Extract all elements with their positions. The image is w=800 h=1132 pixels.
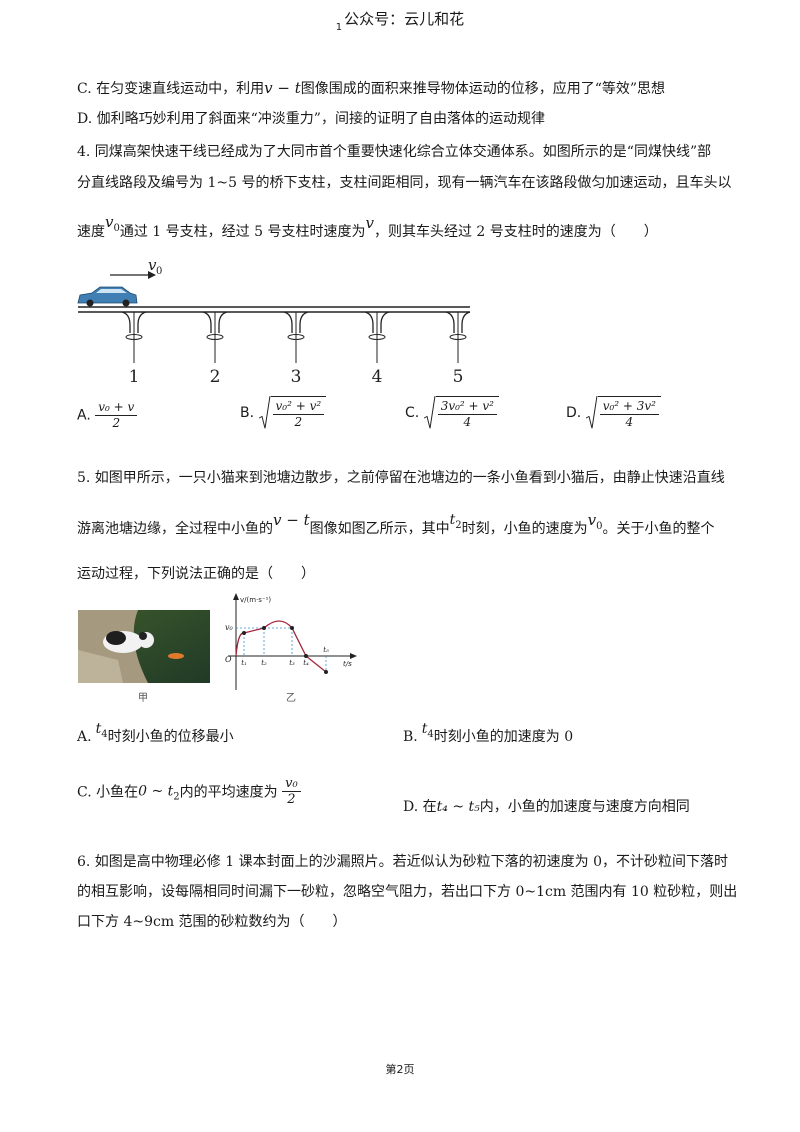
time-ticks: t₁ t₂ t₃ t₄ t₅ — [241, 646, 329, 667]
q4-line-2: 分直线路段及编号为 1~5 号的桥下支柱，支柱间距相同，现有一辆汽车在该路段做匀… — [77, 175, 732, 191]
tick-label-t4: t₄ — [303, 659, 309, 667]
q5-line-2: 游离池塘边缘，全过程中小鱼的v − t图像如图乙所示，其中t2时刻，小鱼的速度为… — [77, 511, 715, 537]
pillar-label-2: 2 — [210, 367, 221, 387]
bridge-pillar-3: 3 — [283, 311, 309, 387]
point-t3 — [290, 626, 294, 630]
origin-label: O — [225, 655, 232, 664]
v0-axis-label: v₀ — [225, 623, 234, 632]
v0-subscript: 0 — [156, 266, 162, 277]
fig-caption-jia: 甲 — [138, 693, 148, 704]
bridge-figure: v 0 1 2 3 4 5 — [77, 256, 471, 387]
q5-option-b[interactable]: B.t4时刻小鱼的加速度为 0 — [403, 721, 574, 745]
q5-line-3: 运动过程，下列说法正确的是（ ） — [77, 566, 315, 582]
tick-label-t2: t₂ — [261, 659, 267, 667]
q4-line-3: 速度v0通过 1 号支柱，经过 5 号支柱时速度为v，则其车头经过 2 号支柱时… — [77, 213, 658, 240]
y-axis-label: v/(m·s⁻¹) — [240, 596, 271, 604]
q3-vt-math: v − t — [264, 79, 301, 97]
q3-option-d: D. 伽利略巧妙利用了斜面来“冲淡重力”，间接的证明了自由落体的运动规律 — [77, 111, 545, 127]
pillar-label-5: 5 — [453, 367, 464, 387]
pillar-label-3: 3 — [291, 367, 302, 387]
tick-label-t3: t₃ — [289, 659, 295, 667]
bridge-pillars: 1 2 3 4 5 — [121, 311, 471, 387]
vt-graph: v/(m·s⁻¹) t/s v₀ O t₁ t₂ t₃ t₄ t₅ — [225, 593, 357, 690]
tick-label-t5: t₅ — [323, 646, 329, 654]
point-t2 — [262, 626, 266, 630]
fig-caption-yi: 乙 — [286, 693, 296, 704]
bridge-pillar-1: 1 — [121, 311, 147, 387]
q5-line-1: 5. 如图甲所示，一只小猫来到池塘边散步，之前停留在池塘边的一条小鱼看到小猫后，… — [77, 470, 725, 486]
arrow-head-icon — [148, 271, 156, 279]
pillar-label-1: 1 — [129, 367, 140, 387]
page-footer: 第2页 — [385, 1063, 415, 1076]
x-axis-arrow-icon — [350, 653, 357, 659]
q5-option-d[interactable]: D. 在t₄ ~ t₅内，小鱼的加速度与速度方向相同 — [403, 799, 690, 815]
bridge-pillar-2: 2 — [202, 311, 228, 387]
y-axis-arrow-icon — [233, 593, 239, 600]
car-icon — [77, 286, 138, 307]
point-t5 — [324, 670, 328, 674]
bridge-pillar-5: 5 — [445, 311, 471, 387]
q5-option-a[interactable]: A.t4时刻小鱼的位移最小 — [77, 721, 234, 745]
pillar-label-4: 4 — [372, 367, 383, 387]
bridge-pillar-4: 4 — [364, 311, 390, 387]
x-axis-label: t/s — [343, 660, 352, 668]
v0-label: v — [148, 256, 157, 274]
cat-fish-photo — [78, 610, 210, 683]
q6-line-3: 口下方 4~9cm 范围的砂粒数约为（ ） — [77, 914, 347, 930]
vt-curve — [235, 620, 327, 673]
q3-option-c: C. 在匀变速直线运动中，利用v − t图像围成的面积来推导物体运动的位移，应用… — [77, 79, 666, 97]
q6-line-1: 6. 如图是高中物理必修 1 课本封面上的沙漏照片。若近似认为砂粒下落的初速度为… — [77, 854, 728, 870]
header-title: 公众号：云儿和花 — [344, 10, 465, 28]
header-page-number: 1 — [335, 22, 343, 33]
q4-line-1: 4. 同煤高架快速干线已经成为了大同市首个重要快速化综合立体交通体系。如图所示的… — [77, 144, 712, 160]
q6-line-2: 的相互影响，设每隔相同时间漏下一砂粒，忽略空气阻力，若出口下方 0~1cm 范围… — [77, 884, 738, 900]
tick-label-t1: t₁ — [241, 659, 247, 667]
point-t4 — [304, 654, 308, 658]
point-t1 — [242, 631, 246, 635]
